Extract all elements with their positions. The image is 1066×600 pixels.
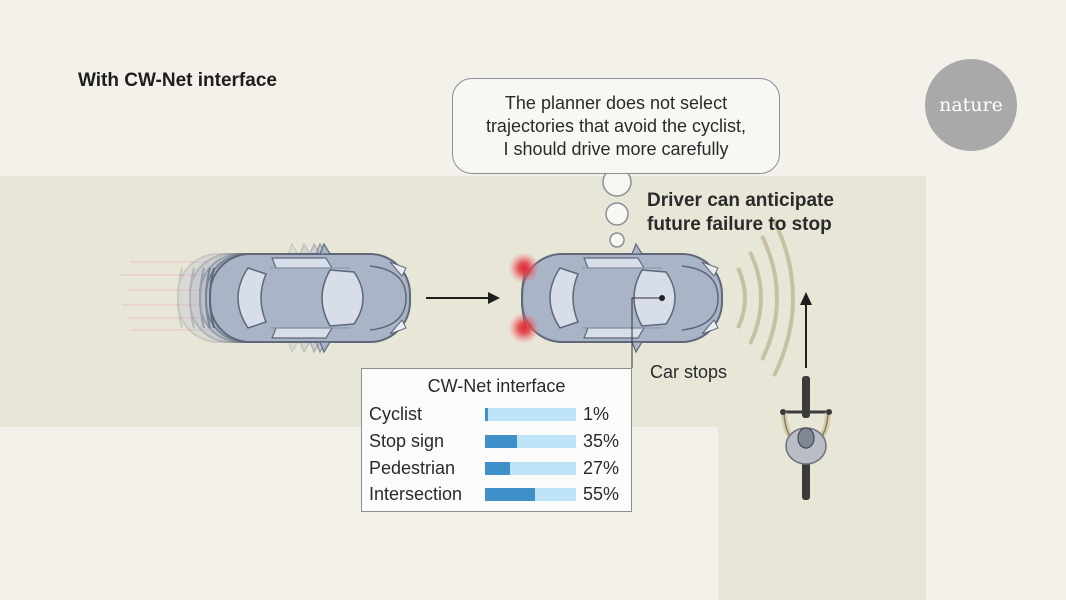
callout-line: Driver can anticipate [647,190,834,211]
bar-fill [485,462,510,475]
row-label: Stop sign [369,431,445,451]
thought-line: I should drive more carefully [503,138,729,159]
logo-text: nature [939,94,1003,116]
bar-track [485,435,576,448]
row-percent: 1% [583,404,610,424]
bar-track [485,408,576,421]
car-stops-label: Car stops [650,362,728,382]
arrow-up-icon [800,292,812,368]
driver-callout: Driver can anticipate future failure to … [647,189,834,237]
stopped-car [508,243,723,353]
thought-line: The planner does not select [504,92,728,113]
row-label: Intersection [369,484,463,504]
row-percent: 35% [583,431,620,451]
bar-track [485,488,576,501]
thought-dots [602,167,632,248]
moving-car-icon [120,243,411,353]
brake-light-icon [508,312,540,344]
sound-wave-icon [736,219,795,377]
vertical-road [718,176,926,600]
figure-title: With CW-Net interface [78,70,277,91]
car-icon [521,243,723,353]
nature-logo: nature [925,59,1017,151]
probability-row: Cyclist 1% [369,403,631,425]
bar-track [485,462,576,475]
panel-leader-line [631,295,665,368]
probability-row: Pedestrian 27% [369,457,631,479]
row-percent: 55% [583,484,620,504]
cw-net-panel: CW-Net interface Cyclist 1% Stop sign 35… [361,368,632,512]
row-label: Cyclist [369,404,422,424]
thought-bubble: The planner does not select trajectories… [452,78,780,174]
panel-title: CW-Net interface [427,376,566,396]
brake-light-icon [508,252,540,284]
bar-fill [485,408,488,421]
row-label: Pedestrian [369,458,456,478]
cyclist-icon [780,376,832,500]
bar-fill [485,488,535,501]
probability-row: Stop sign 35% [369,430,631,452]
row-percent: 27% [583,458,620,478]
probability-row: Intersection 55% [369,483,631,505]
bar-fill [485,435,517,448]
arrow-right-icon [426,292,500,304]
callout-line: future failure to stop [647,214,832,235]
thought-line: trajectories that avoid the cyclist, [485,115,747,136]
